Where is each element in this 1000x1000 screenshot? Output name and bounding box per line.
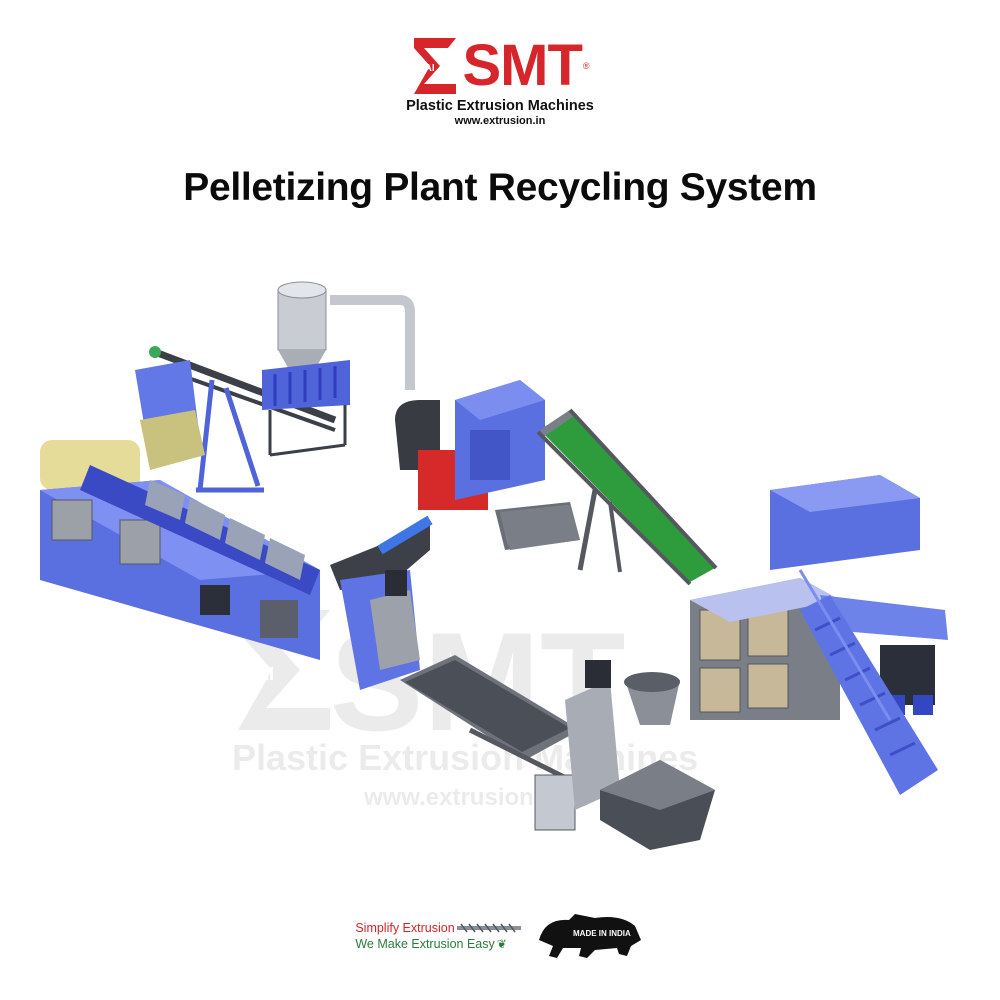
pelletizer-unit bbox=[330, 515, 433, 690]
grinder-collection-bin bbox=[500, 505, 580, 550]
slogan-line-2: We Make Extrusion Easy ❦ bbox=[355, 936, 520, 952]
slogan-block: Simplify Extrusion We Make Extrusion Eas… bbox=[355, 920, 521, 952]
leaf-icon: ❦ bbox=[496, 937, 507, 951]
slogan-simplify: Simplify Extrusion bbox=[355, 921, 455, 935]
logo-brand-name: SMT bbox=[462, 33, 582, 98]
logo-row: SAI SMT ® bbox=[410, 33, 590, 98]
logo-tagline: Plastic Extrusion Machines bbox=[406, 98, 594, 114]
hopper-silo bbox=[262, 281, 415, 457]
logo-prefix: SAI bbox=[418, 63, 435, 74]
logo-website: www.extrusion.in bbox=[454, 115, 546, 127]
footer: Simplify Extrusion We Make Extrusion Eas… bbox=[0, 910, 1000, 962]
slogan-easy: We Make Extrusion Easy bbox=[355, 937, 495, 951]
registered-mark: ® bbox=[582, 61, 590, 71]
inclined-belt-conveyor bbox=[536, 408, 718, 586]
watermark-prefix: SAI bbox=[244, 664, 274, 684]
brand-logo: SAI SMT ® Plastic Extrusion Machines www… bbox=[0, 33, 1000, 128]
made-in-india-lion-icon: MADE IN INDIA bbox=[538, 914, 641, 958]
made-in-india-text: MADE IN INDIA bbox=[573, 929, 631, 938]
pelletizing-plant-illustration: SAI SMT Plastic Extrusion Machines www.e… bbox=[40, 281, 948, 850]
watermark-website: www.extrusion.in bbox=[363, 784, 562, 811]
main-extruder bbox=[40, 360, 320, 660]
page-title: Pelletizing Plant Recycling System bbox=[183, 166, 817, 209]
washing-tank-platform bbox=[690, 475, 948, 795]
extrusion-screw-icon bbox=[456, 923, 521, 933]
strand-cutter bbox=[565, 660, 715, 850]
smt-logo-mark-icon: SAI bbox=[414, 38, 457, 94]
slogan-line-1: Simplify Extrusion bbox=[355, 920, 521, 936]
watermark-tagline: Plastic Extrusion Machines bbox=[232, 737, 698, 778]
